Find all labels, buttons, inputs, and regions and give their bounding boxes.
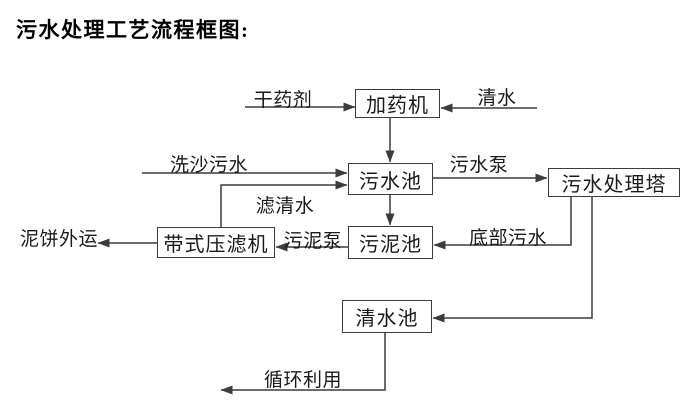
arrow-bottom-sewage — [433, 197, 572, 250]
arrow-tower-to-clear-pool — [432, 197, 593, 323]
node-dosing-machine: 加药机 — [355, 89, 440, 118]
flow-label-filtered-water: 滤清水 — [255, 196, 315, 217]
flow-label-dry-chemical: 干药剂 — [253, 90, 313, 111]
node-clear-water-pool: 清水池 — [342, 300, 432, 333]
node-sewage-pool: 污水池 — [348, 163, 433, 195]
flow-label-clear-water: 清水 — [477, 88, 517, 109]
flow-label-sand-washing-sewage: 洗沙污水 — [169, 155, 248, 176]
node-belt-filter-press: 带式压滤机 — [157, 227, 275, 258]
diagram-title: 污水处理工艺流程框图: — [16, 18, 250, 42]
arrow-filtered-water — [220, 180, 348, 227]
flow-label-sludge-pump: 污泥泵 — [283, 231, 343, 252]
flow-label-recycle: 循环利用 — [263, 370, 342, 391]
flow-label-mud-cake-out: 泥饼外运 — [19, 229, 98, 250]
node-sewage-treatment-tower: 污水处理塔 — [548, 168, 680, 197]
node-sludge-pool: 污泥池 — [348, 226, 433, 259]
flow-label-bottom-sewage: 底部污水 — [468, 228, 547, 249]
flow-label-sewage-pump: 污水泵 — [449, 155, 509, 176]
arrow-recycle — [220, 333, 386, 395]
